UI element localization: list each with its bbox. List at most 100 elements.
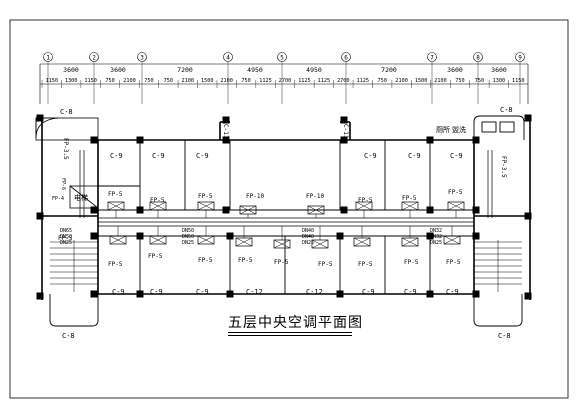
column bbox=[472, 136, 480, 144]
fp5-label: FP-5 bbox=[148, 253, 163, 260]
title-underline-double bbox=[228, 335, 352, 336]
column bbox=[90, 136, 98, 144]
fp5-label: FP-5 bbox=[404, 259, 419, 266]
column bbox=[336, 232, 344, 240]
dim-lower-label: 1150 bbox=[45, 78, 58, 84]
dim-lower-label: 1300 bbox=[65, 78, 78, 84]
left-stair-top bbox=[35, 117, 99, 141]
column bbox=[472, 290, 480, 298]
room-label-c12: C-12 bbox=[306, 288, 323, 296]
dim-upper-label: 7200 bbox=[177, 66, 193, 74]
structural-columns bbox=[36, 114, 532, 300]
grid-axis-label: 8 bbox=[476, 55, 480, 62]
column bbox=[426, 136, 434, 144]
fan-coil-unit bbox=[311, 226, 329, 249]
column bbox=[136, 206, 144, 214]
grid-axis-label: 7 bbox=[430, 55, 434, 62]
fan-coil-unit bbox=[355, 201, 373, 218]
dim-lower-label: 750 bbox=[455, 78, 464, 84]
fp5-label: FP-5 bbox=[238, 257, 253, 264]
pipe-size-label: DN50 bbox=[182, 228, 194, 234]
column bbox=[426, 290, 434, 298]
dim-upper-label: 3600 bbox=[110, 66, 126, 74]
column bbox=[136, 232, 144, 240]
dim-upper-label: 7200 bbox=[381, 66, 397, 74]
dim-lower-label: 1300 bbox=[493, 78, 506, 84]
column bbox=[222, 116, 230, 124]
column bbox=[136, 290, 144, 298]
pipe-size-label: DN65 bbox=[60, 228, 72, 234]
dim-lower-label: 2100 bbox=[220, 78, 233, 84]
dim-lower-label: 1150 bbox=[84, 78, 97, 84]
column bbox=[472, 232, 480, 240]
grid-axis-1: 1 bbox=[43, 52, 53, 104]
fp5-label: FP-5 bbox=[448, 189, 463, 196]
dim-lower-label: 2100 bbox=[182, 78, 195, 84]
fan-coil-unit bbox=[109, 226, 127, 245]
fp35-label-right: FP-3.5 bbox=[500, 156, 507, 178]
stair-label-right-top: C-8 bbox=[500, 106, 513, 114]
column bbox=[222, 136, 230, 144]
grid-axis-label: 1 bbox=[46, 55, 50, 62]
hvac-pipes bbox=[79, 150, 493, 227]
room-label-c11: C-11 bbox=[222, 124, 229, 139]
dim-lower-label: 1125 bbox=[298, 78, 311, 84]
fan-coil-unit bbox=[307, 205, 325, 218]
room-label-c9: C-9 bbox=[408, 152, 421, 160]
pipe-size-label: DN25 bbox=[60, 240, 72, 246]
fp5-label: FP-5 bbox=[108, 261, 123, 268]
fan-coil-unit bbox=[239, 205, 257, 218]
column bbox=[90, 206, 98, 214]
fan-coil-unit bbox=[235, 226, 253, 247]
dim-upper-label: 4950 bbox=[247, 66, 263, 74]
stair-label-right-bottom: C-8 bbox=[498, 332, 511, 340]
grid-axis-label: 4 bbox=[226, 55, 230, 62]
fan-coil-units bbox=[107, 201, 465, 249]
column bbox=[340, 136, 348, 144]
stair-well-top-right bbox=[473, 115, 525, 140]
grid-axis-2: 2 bbox=[89, 52, 99, 104]
grid-axis-7: 7 bbox=[427, 52, 437, 104]
fp10-label: FP-10 bbox=[246, 193, 264, 200]
grid-axis-8: 8 bbox=[473, 52, 483, 104]
column bbox=[340, 116, 348, 124]
grid-axis-5: 5 bbox=[277, 52, 287, 104]
stair-treads-right bbox=[474, 240, 522, 292]
column bbox=[90, 232, 98, 240]
stair-well-bottom-right bbox=[473, 294, 523, 327]
room-label-c9: C-9 bbox=[150, 288, 163, 296]
dim-lower-label: 2700 bbox=[279, 78, 292, 84]
fp5-label: FP-5 bbox=[274, 259, 289, 266]
grid-axis-9: 9 bbox=[515, 52, 525, 104]
column bbox=[36, 212, 44, 220]
pipe-size-label: DN40 bbox=[302, 234, 314, 240]
drawing-frame bbox=[9, 19, 569, 399]
fp5-label: FP-5 bbox=[58, 235, 73, 242]
stair-label-left-bottom: C-8 bbox=[62, 332, 75, 340]
dim-lower-label: 1125 bbox=[318, 78, 331, 84]
dim-lower-label: 750 bbox=[475, 78, 484, 84]
dim-upper-label: 4950 bbox=[306, 66, 322, 74]
column bbox=[524, 292, 532, 300]
grid-axis-4: 4 bbox=[223, 52, 233, 104]
column bbox=[336, 290, 344, 298]
dim-lower-label: 1150 bbox=[512, 78, 525, 84]
column bbox=[136, 136, 144, 144]
dim-upper-label: 3600 bbox=[63, 66, 79, 74]
bathroom-label: 盥洗 bbox=[452, 125, 466, 134]
toilet-label: 厕所 bbox=[436, 125, 450, 134]
dim-lower-label: 750 bbox=[144, 78, 153, 84]
column bbox=[524, 212, 532, 220]
fp5-label: FP-5 bbox=[318, 261, 333, 268]
elevator-label: 电梯 bbox=[74, 193, 88, 202]
dim-lower-label: 750 bbox=[164, 78, 173, 84]
column bbox=[36, 114, 44, 122]
dim-lower-label: 1125 bbox=[357, 78, 370, 84]
fp5-label: FP-5 bbox=[108, 191, 123, 198]
grid-axis-label: 5 bbox=[280, 55, 284, 62]
column bbox=[472, 206, 480, 214]
fan-coil-unit bbox=[401, 201, 419, 218]
pipe-size-label: DN50 bbox=[182, 234, 194, 240]
dim-lower-label: 2100 bbox=[395, 78, 408, 84]
